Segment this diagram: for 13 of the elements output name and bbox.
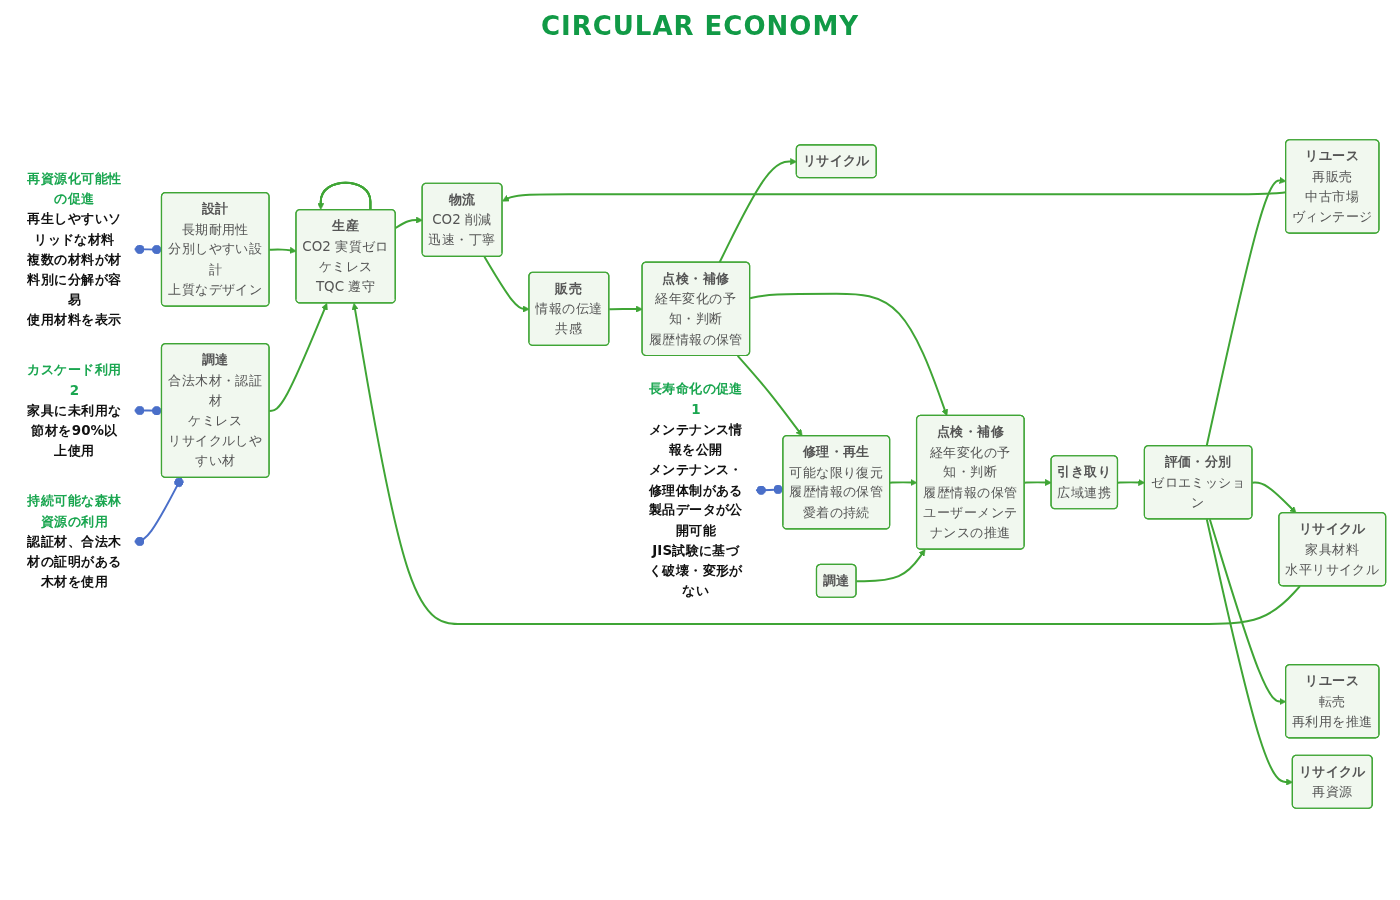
node-text: 持続可能な森林資源の利用 認証材、合法木材の証明がある木材を使用 xyxy=(27,492,122,590)
connector xyxy=(133,476,184,547)
arrow xyxy=(317,181,372,211)
concept-label: CIRCULAR ECONOMY xyxy=(540,11,860,41)
arrow xyxy=(1251,481,1297,514)
arrow xyxy=(736,354,803,437)
node-text: カスケード利用2 家具に未利用な節材を90%以上使用 xyxy=(27,361,122,459)
arrow xyxy=(749,292,949,417)
arrow xyxy=(608,305,643,313)
arrow xyxy=(718,158,797,264)
node-text: 再資源化可能性の促進 再生しやすいソリッドな材料 複数の材料が材料別に分解が容易 使用材料を表示 xyxy=(27,170,122,328)
node-text: 長寿命化の促進1 メンテナンス情報を公開 メンテナンス・修理体制がある 製品データが公開可能 JIS試験に基づく破壊・変形がない xyxy=(648,380,743,599)
arrow xyxy=(351,303,1301,626)
